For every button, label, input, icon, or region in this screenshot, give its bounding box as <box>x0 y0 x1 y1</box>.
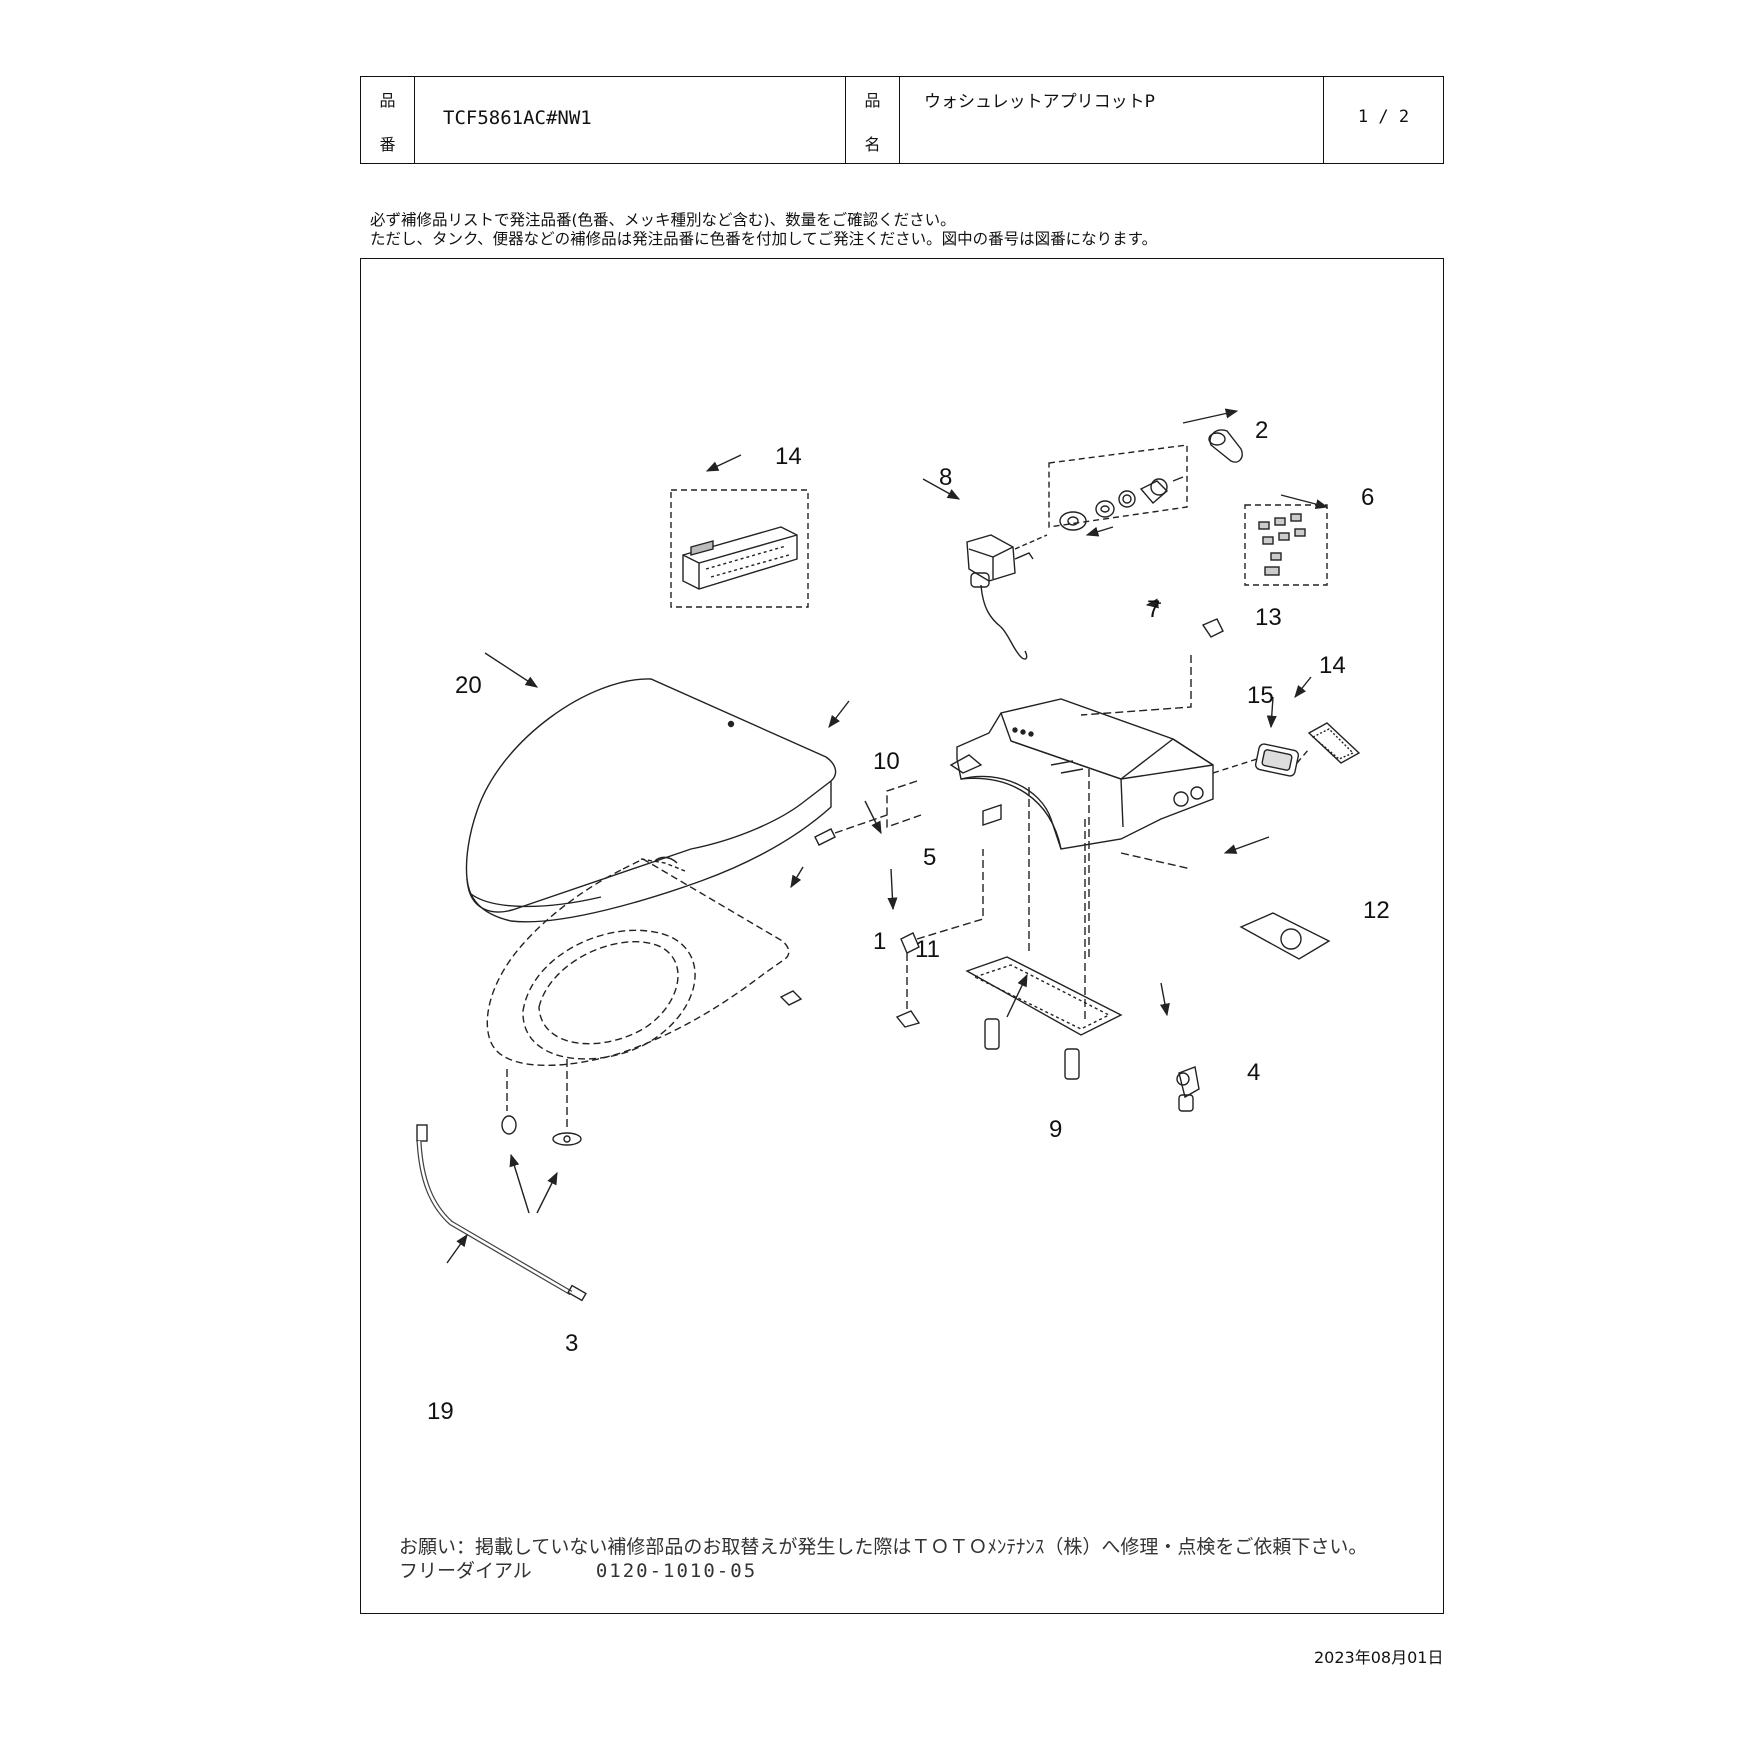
callout-4: 4 <box>1247 1059 1260 1086</box>
leader-7 <box>1085 526 1114 537</box>
product-name-label: 品 名 <box>846 77 900 163</box>
part-19-supply-hose <box>416 1124 587 1302</box>
part-13-clip <box>1080 618 1224 716</box>
part-number-label-char-2: 番 <box>379 135 396 154</box>
part-10-connector <box>814 814 888 846</box>
leader-6 <box>1280 494 1329 510</box>
callout-11: 11 <box>915 936 940 963</box>
callout-13: 13 <box>1255 604 1282 631</box>
leader-2 <box>1182 408 1239 424</box>
issue-date: 2023年08月01日 <box>1314 1648 1444 1667</box>
callout-20: 20 <box>455 672 482 699</box>
leader-1 <box>790 866 804 889</box>
repair-request-text: お願い：掲載していない補修部品のお取替えが発生した際はＴＯＴＯﾒﾝﾃﾅﾝｽ（株）… <box>399 1536 1368 1558</box>
leader-14 <box>1294 676 1312 698</box>
ordering-notes: 必ず補修品リストで発注品番(色番、メッキ種別など含む)、数量をご確認ください。 … <box>370 211 1157 249</box>
product-name-label-char-2: 名 <box>864 135 881 154</box>
callout-2: 2 <box>1255 417 1268 444</box>
product-name-cell: ウォシュレットアプリコットP <box>900 77 1324 163</box>
callout-12: 12 <box>1363 897 1390 924</box>
leader-8 <box>922 478 961 500</box>
part-9-base-plate <box>965 769 1123 1080</box>
leader-19 <box>446 1233 468 1264</box>
callout-8: 8 <box>939 464 952 491</box>
note-line: 必ず補修品リストで発注品番(色番、メッキ種別など含む)、数量をご確認ください。 <box>370 211 956 229</box>
part-4-stop-valve <box>1176 1066 1200 1112</box>
callout-numbers: 2 14 8 6 7 13 14 15 20 10 5 12 1 11 9 4 … <box>427 417 1390 1425</box>
leader-11 <box>887 868 898 911</box>
callout-19: 19 <box>427 1398 454 1425</box>
exploded-diagram: 2 14 8 6 7 13 14 15 20 10 5 12 1 11 9 4 … <box>416 408 1390 1425</box>
leader-12 <box>1223 836 1270 854</box>
leader-3b <box>536 1171 558 1214</box>
part-8-valve-unit <box>966 534 1034 660</box>
part-15-filter <box>1212 743 1310 777</box>
page-cell: 1 / 2 <box>1324 77 1443 163</box>
freedial-line: フリーダイアル 0120-1010-05 <box>399 1559 1367 1583</box>
part-7-nozzle-parts <box>1014 444 1188 550</box>
part-6-small-parts <box>1244 504 1328 586</box>
main-body <box>886 698 1214 850</box>
title-block: 品 番 TCF5861AC#NW1 品 名 ウォシュレットアプリコットP 1 /… <box>360 76 1444 164</box>
exploded-diagram-frame: 2 14 8 6 7 13 14 15 20 10 5 12 1 11 9 4 … <box>360 258 1444 1614</box>
part-number-label-char-1: 品 <box>379 91 396 110</box>
leader-lines <box>446 408 1329 1264</box>
part-5-clip <box>900 849 984 954</box>
seat-ring <box>486 856 790 1131</box>
leader-20 <box>484 652 539 688</box>
page-number: 1 / 2 <box>1357 107 1410 127</box>
leader-10 <box>828 700 850 728</box>
callout-1: 1 <box>873 928 886 955</box>
callout-10: 10 <box>873 748 900 775</box>
leader-13 <box>1145 598 1162 609</box>
part-number-cell: TCF5861AC#NW1 <box>415 77 846 163</box>
leader-16 <box>705 454 742 472</box>
leader-3a <box>509 1153 530 1214</box>
callout-3: 3 <box>565 1330 578 1357</box>
part-number-label: 品 番 <box>361 77 415 163</box>
callout-14: 14 <box>1319 652 1346 679</box>
part-14-filter-cover <box>1307 722 1361 764</box>
freedial-number: 0120-1010-05 <box>595 1560 758 1582</box>
leader-9 <box>1006 973 1028 1018</box>
callout-15: 15 <box>1247 682 1274 709</box>
product-name-label-char-1: 品 <box>864 91 881 110</box>
note-line: ただし、タンク、便器などの補修品は発注品番に色番を付加してご発注ください。図中の… <box>370 230 1158 248</box>
part-20-lid <box>465 678 837 923</box>
part-3-hinge-fittings <box>501 1115 582 1146</box>
callout-16: 14 <box>775 443 802 470</box>
product-name: ウォシュレットアプリコットP <box>924 92 1155 112</box>
part-1-pad <box>779 990 803 1006</box>
callout-6: 6 <box>1361 484 1374 511</box>
leader-5 <box>864 800 882 835</box>
callout-9: 9 <box>1049 1116 1062 1143</box>
part-16-remote-control <box>670 489 809 608</box>
part-12-bottom-cover <box>1120 852 1331 960</box>
part-number: TCF5861AC#NW1 <box>443 107 592 129</box>
callout-7: 7 <box>1147 596 1160 623</box>
freedial-label: フリーダイアル <box>399 1560 532 1582</box>
part-11-clip <box>895 953 921 1028</box>
part-2-nozzle-tip <box>1208 429 1243 463</box>
leader-4 <box>1159 982 1170 1017</box>
leader-15 <box>1266 696 1277 729</box>
callout-5: 5 <box>923 844 936 871</box>
repair-request-note: お願い：掲載していない補修部品のお取替えが発生した際はＴＯＴＯﾒﾝﾃﾅﾝｽ（株）… <box>399 1535 1367 1583</box>
